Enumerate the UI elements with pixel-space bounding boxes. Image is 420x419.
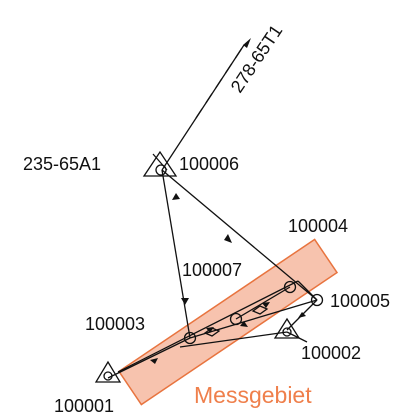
circle-point-icon xyxy=(103,371,113,381)
traverse-line-100001-100003 xyxy=(107,337,191,379)
measurement-area-label: Messgebiet xyxy=(194,382,312,408)
circle-point-icon xyxy=(310,293,324,307)
traverse-line-100001-100004 xyxy=(117,280,299,373)
traverse-lines xyxy=(107,44,318,379)
traverse-line-100006-100003 xyxy=(161,169,191,339)
label-100006: 100006 xyxy=(179,154,239,174)
diamond-marker-icon xyxy=(203,327,221,337)
traverse-line-100003-100002 xyxy=(179,331,288,348)
arrowhead-icon xyxy=(181,298,189,305)
label-235-65A1: 235-65A1 xyxy=(23,154,101,174)
triangle-station-icon xyxy=(94,360,122,383)
arrowhead-icon xyxy=(243,38,251,48)
arrowhead-icon xyxy=(172,193,180,200)
triangle-station-icon xyxy=(142,150,178,177)
circle-point-icon xyxy=(282,327,292,337)
diamond-marker-icon xyxy=(251,305,269,315)
label-100002: 100002 xyxy=(301,343,361,363)
label-100007: 100007 xyxy=(182,260,242,280)
label-100001: 100001 xyxy=(54,396,114,416)
arrowhead-icon xyxy=(224,234,232,243)
circle-point-icon xyxy=(283,280,297,294)
arrowhead-icon xyxy=(240,321,248,327)
traverse-line-100004-100005 xyxy=(297,280,318,301)
triangle-stations xyxy=(94,150,301,383)
label-100004: 100004 xyxy=(288,216,348,236)
triangle-station-icon xyxy=(273,317,301,339)
arrowhead-icon xyxy=(298,312,306,318)
traverse-points xyxy=(155,164,324,345)
traverse-line-100003-100005 xyxy=(189,299,318,339)
circle-point-icon xyxy=(229,312,243,326)
circle-point-icon xyxy=(155,164,167,176)
circle-point-icon xyxy=(183,331,197,345)
triangle-inner-mark xyxy=(152,153,168,171)
orientation-line-dashed xyxy=(195,44,245,119)
arrowhead-icon xyxy=(150,358,158,364)
label-100005: 100005 xyxy=(330,291,390,311)
label-100003: 100003 xyxy=(85,314,145,334)
arrowhead-icon xyxy=(262,302,270,308)
traverse-line-100006-100005 xyxy=(161,169,318,301)
